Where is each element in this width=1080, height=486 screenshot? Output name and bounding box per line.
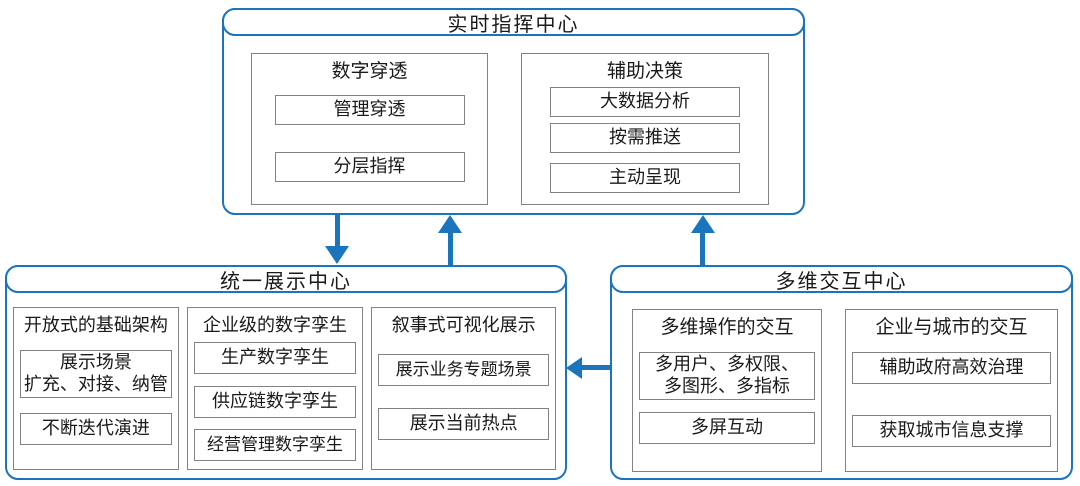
group-multidim-operation-title: 多维操作的交互 — [660, 317, 794, 338]
group-open-infrastructure-title: 开放式的基础架构 — [23, 315, 168, 335]
item-operation-management-digital-twin: 经营管理数字孪生 — [193, 429, 357, 461]
item-on-demand-push: 按需推送 — [550, 123, 740, 153]
group-enterprise-city-interaction: 企业与城市的交互 辅助政府高效治理 获取城市信息支撑 — [845, 309, 1058, 472]
group-multidim-operation: 多维操作的交互 多用户、多权限、 多图形、多指标 多屏互动 — [632, 309, 822, 472]
item-production-digital-twin: 生产数字孪生 — [193, 342, 357, 374]
arrow-down-head-icon — [325, 246, 349, 264]
item-supply-chain-digital-twin: 供应链数字孪生 — [193, 386, 357, 418]
item-layered-command: 分层指挥 — [274, 152, 465, 182]
group-enterprise-digital-twin: 企业级的数字孪生 生产数字孪生 供应链数字孪生 经营管理数字孪生 — [186, 307, 364, 470]
item-business-theme-scenes: 展示业务专题场景 — [378, 354, 550, 386]
arrow-up-head-icon — [691, 215, 715, 233]
item-current-hotspots: 展示当前热点 — [378, 408, 550, 440]
realtime-command-center-title: 实时指挥中心 — [222, 8, 805, 36]
group-narrative-visualization-title: 叙事式可视化展示 — [391, 315, 536, 335]
group-enterprise-digital-twin-title: 企业级的数字孪生 — [203, 315, 348, 335]
item-big-data-analysis: 大数据分析 — [550, 87, 740, 117]
group-open-infrastructure: 开放式的基础架构 展示场景 扩充、对接、纳管 不断迭代演进 — [13, 307, 179, 470]
item-display-scene-expansion: 展示场景 扩充、对接、纳管 — [20, 350, 172, 398]
item-multi-screen-interaction: 多屏互动 — [639, 412, 815, 444]
unified-display-center-title: 统一展示中心 — [5, 265, 567, 293]
group-assist-decision: 辅助决策 大数据分析 按需推送 主动呈现 — [521, 53, 769, 205]
realtime-command-center-content: 数字穿透 管理穿透 分层指挥 辅助决策 大数据分析 按需推送 主动呈现 — [224, 44, 803, 213]
item-continuous-iteration: 不断迭代演进 — [20, 413, 172, 445]
arrow-shaft — [700, 231, 705, 265]
item-assist-government-governance: 辅助政府高效治理 — [852, 352, 1051, 384]
multidim-interaction-center-title: 多维交互中心 — [610, 265, 1073, 293]
group-digital-penetration: 数字穿透 管理穿透 分层指挥 — [251, 53, 488, 205]
realtime-command-center-panel: 实时指挥中心 数字穿透 管理穿透 分层指挥 辅助决策 大数据分析 按需推送 主动… — [222, 8, 805, 215]
unified-display-center-panel: 统一展示中心 开放式的基础架构 展示场景 扩充、对接、纳管 不断迭代演进 企业级… — [5, 265, 567, 480]
arrow-shaft — [448, 231, 453, 265]
group-enterprise-city-interaction-title: 企业与城市的交互 — [875, 317, 1028, 338]
arrow-left-head-icon — [566, 357, 582, 379]
group-narrative-visualization: 叙事式可视化展示 展示业务专题场景 展示当前热点 — [371, 307, 557, 470]
arrow-shaft — [335, 215, 340, 248]
arrow-shaft — [580, 365, 611, 370]
item-active-presentation: 主动呈现 — [550, 163, 740, 193]
arrow-up-head-icon — [438, 215, 462, 233]
group-assist-decision-title: 辅助决策 — [606, 61, 683, 82]
multidim-interaction-center-content: 多维操作的交互 多用户、多权限、 多图形、多指标 多屏互动 企业与城市的交互 辅… — [612, 294, 1071, 478]
item-city-information-support: 获取城市信息支撑 — [852, 415, 1051, 447]
multidim-interaction-center-panel: 多维交互中心 多维操作的交互 多用户、多权限、 多图形、多指标 多屏互动 企业与… — [610, 265, 1073, 480]
item-multi-user-permission-graphic-indicator: 多用户、多权限、 多图形、多指标 — [639, 352, 815, 400]
group-digital-penetration-title: 数字穿透 — [331, 61, 408, 82]
item-management-penetration: 管理穿透 — [274, 95, 465, 125]
unified-display-center-content: 开放式的基础架构 展示场景 扩充、对接、纳管 不断迭代演进 企业级的数字孪生 生… — [7, 294, 565, 478]
